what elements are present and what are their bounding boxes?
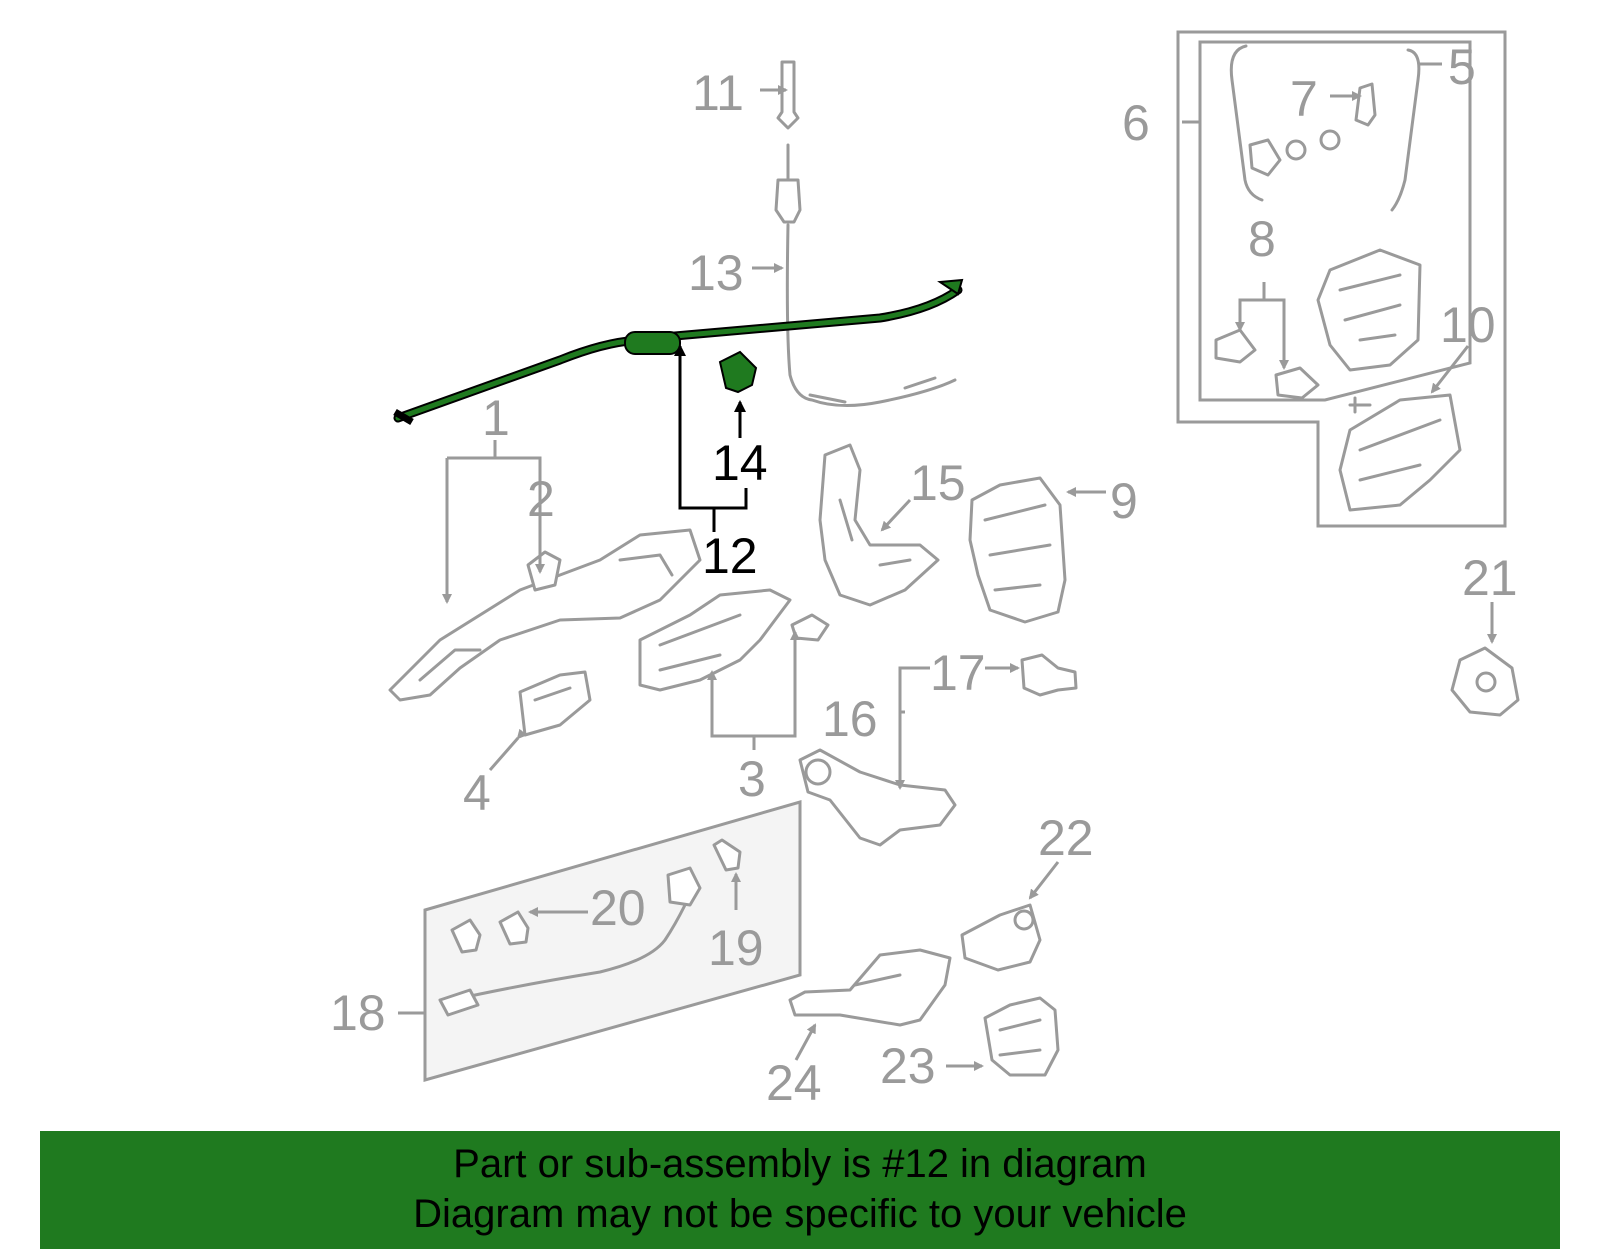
rod-6: [1229, 44, 1264, 202]
cable-13: [785, 223, 957, 408]
callout-18: 18: [330, 985, 386, 1041]
latch-upper: [1316, 248, 1422, 372]
clip-14-highlighted: [718, 350, 758, 394]
ring: [1285, 139, 1307, 161]
callout-13: 13: [688, 245, 744, 301]
callout-9: 9: [1110, 473, 1138, 529]
callout-22: 22: [1038, 810, 1094, 866]
latch-group-box: [1176, 30, 1507, 528]
callout-2: 2: [527, 471, 555, 527]
callout-4: 4: [463, 765, 491, 821]
handle-base-4: [518, 670, 592, 737]
callout-17: 17: [930, 645, 986, 701]
callout-19: 19: [708, 920, 764, 976]
callout-10: 10: [1440, 297, 1496, 353]
callout-15: 15: [910, 455, 966, 511]
grommet-8b: [1274, 366, 1320, 400]
rod-13-top: [774, 143, 802, 224]
inner-handle-3: [638, 588, 792, 692]
callout-5: 5: [1448, 39, 1476, 95]
striker-21: [1450, 646, 1520, 717]
cable-panel-18: [423, 800, 802, 1082]
ring: [1319, 129, 1341, 151]
callout-1: 1: [482, 390, 510, 446]
callout-21: 21: [1462, 550, 1518, 606]
pin-11: [776, 60, 800, 130]
handle-cap-2: [526, 550, 562, 592]
callout-20: 20: [590, 880, 646, 936]
latch-bracket-15: [818, 443, 940, 607]
cable-12-highlighted: [393, 278, 964, 426]
hinge-23: [983, 996, 1060, 1077]
lock-cylinder-16: [798, 748, 957, 847]
bulb-3: [790, 613, 830, 642]
callout-14: 14: [712, 435, 768, 491]
callout-8: 8: [1248, 211, 1276, 267]
actuator-10: [1338, 393, 1462, 512]
banner-line-disclaimer: Diagram may not be specific to your vehi…: [413, 1192, 1187, 1236]
banner-line-part: Part or sub-assembly is #12 in diagram: [453, 1142, 1147, 1186]
callout-11: 11: [692, 65, 744, 121]
callout-23: 23: [880, 1038, 936, 1094]
screw-10: [1348, 396, 1372, 414]
door-check-24: [788, 948, 952, 1027]
callout-12: 12: [702, 528, 758, 584]
clip-7: [1354, 82, 1377, 127]
grommet-8a: [1214, 328, 1257, 364]
callout-7: 7: [1290, 71, 1318, 127]
clip: [1248, 138, 1282, 177]
callout-3: 3: [738, 751, 766, 807]
callout-6: 6: [1122, 95, 1150, 151]
callout-16: 16: [822, 691, 878, 747]
callout-24: 24: [766, 1055, 822, 1111]
info-banner: Part or sub-assembly is #12 in diagram D…: [40, 1131, 1560, 1249]
clip-17: [1020, 653, 1078, 697]
rod-5: [1390, 48, 1421, 212]
screw-19: [712, 838, 742, 872]
hinge-22: [960, 903, 1042, 972]
